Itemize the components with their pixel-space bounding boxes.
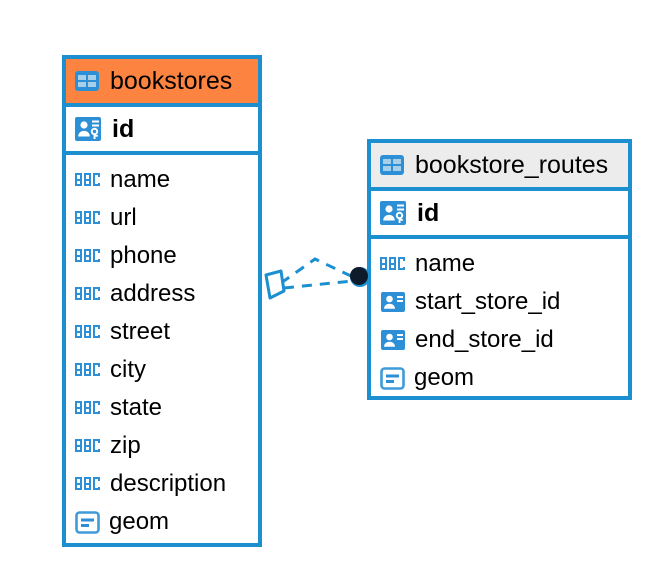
field-label: url xyxy=(110,204,137,231)
abc-text-icon xyxy=(75,438,101,454)
abc-text-icon xyxy=(75,286,101,302)
field-row[interactable]: name xyxy=(371,245,628,283)
field-label: street xyxy=(110,318,171,345)
field-row[interactable]: address xyxy=(66,275,258,313)
field-row[interactable]: start_store_id xyxy=(371,283,628,321)
field-label: geom xyxy=(109,508,170,535)
entity-header-bookstore-routes: bookstore_routes xyxy=(371,143,628,191)
primary-key-icon xyxy=(379,199,407,227)
field-row[interactable]: city xyxy=(66,351,258,389)
relationship-line-upper xyxy=(280,257,354,285)
field-label: zip xyxy=(110,432,141,459)
field-row[interactable]: geom xyxy=(66,503,258,541)
abc-text-icon xyxy=(380,256,406,272)
field-row[interactable]: phone xyxy=(66,237,258,275)
field-label: phone xyxy=(110,242,177,269)
foreign-key-icon xyxy=(380,289,406,315)
abc-text-icon xyxy=(75,362,101,378)
table-icon xyxy=(379,152,405,178)
geometry-icon xyxy=(380,366,405,391)
field-row[interactable]: description xyxy=(66,465,258,503)
entity-bookstores[interactable]: bookstores id xyxy=(62,55,262,547)
abc-text-icon xyxy=(75,324,101,340)
field-label: description xyxy=(110,470,227,497)
field-row[interactable]: name xyxy=(66,161,258,199)
field-row[interactable]: end_store_id xyxy=(371,321,628,359)
rhombus-marker xyxy=(264,269,286,300)
abc-text-icon xyxy=(75,248,101,264)
abc-text-icon xyxy=(75,400,101,416)
table-icon xyxy=(74,68,100,94)
abc-text-icon xyxy=(75,210,101,226)
field-list-bookstore-routes: name start_store_id xyxy=(371,239,628,403)
abc-text-icon xyxy=(75,476,101,492)
field-row[interactable]: zip xyxy=(66,427,258,465)
entity-bookstore-routes[interactable]: bookstore_routes id xyxy=(367,139,632,400)
primary-key-row[interactable]: id xyxy=(66,107,258,155)
primary-key-label: id xyxy=(112,114,135,143)
entity-header-bookstores: bookstores xyxy=(66,59,258,107)
abc-text-icon xyxy=(75,172,101,188)
primary-key-icon xyxy=(74,115,102,143)
field-row[interactable]: street xyxy=(66,313,258,351)
primary-key-label: id xyxy=(417,198,440,227)
field-label: city xyxy=(110,356,146,383)
field-row[interactable]: url xyxy=(66,199,258,237)
foreign-key-icon xyxy=(380,327,406,353)
field-row[interactable]: geom xyxy=(371,359,628,397)
field-label: name xyxy=(415,250,476,277)
field-row[interactable]: state xyxy=(66,389,258,427)
relationship-line-lower xyxy=(283,279,353,290)
entity-title: bookstore_routes xyxy=(415,150,609,179)
field-label: start_store_id xyxy=(415,288,561,315)
geometry-icon xyxy=(75,510,100,535)
field-label: state xyxy=(110,394,163,421)
entity-title: bookstores xyxy=(110,66,233,95)
field-label: address xyxy=(110,280,196,307)
primary-key-row[interactable]: id xyxy=(371,191,628,239)
field-label: geom xyxy=(414,364,475,391)
field-list-bookstores: name xyxy=(66,155,258,547)
field-label: name xyxy=(110,166,171,193)
field-label: end_store_id xyxy=(415,326,554,353)
